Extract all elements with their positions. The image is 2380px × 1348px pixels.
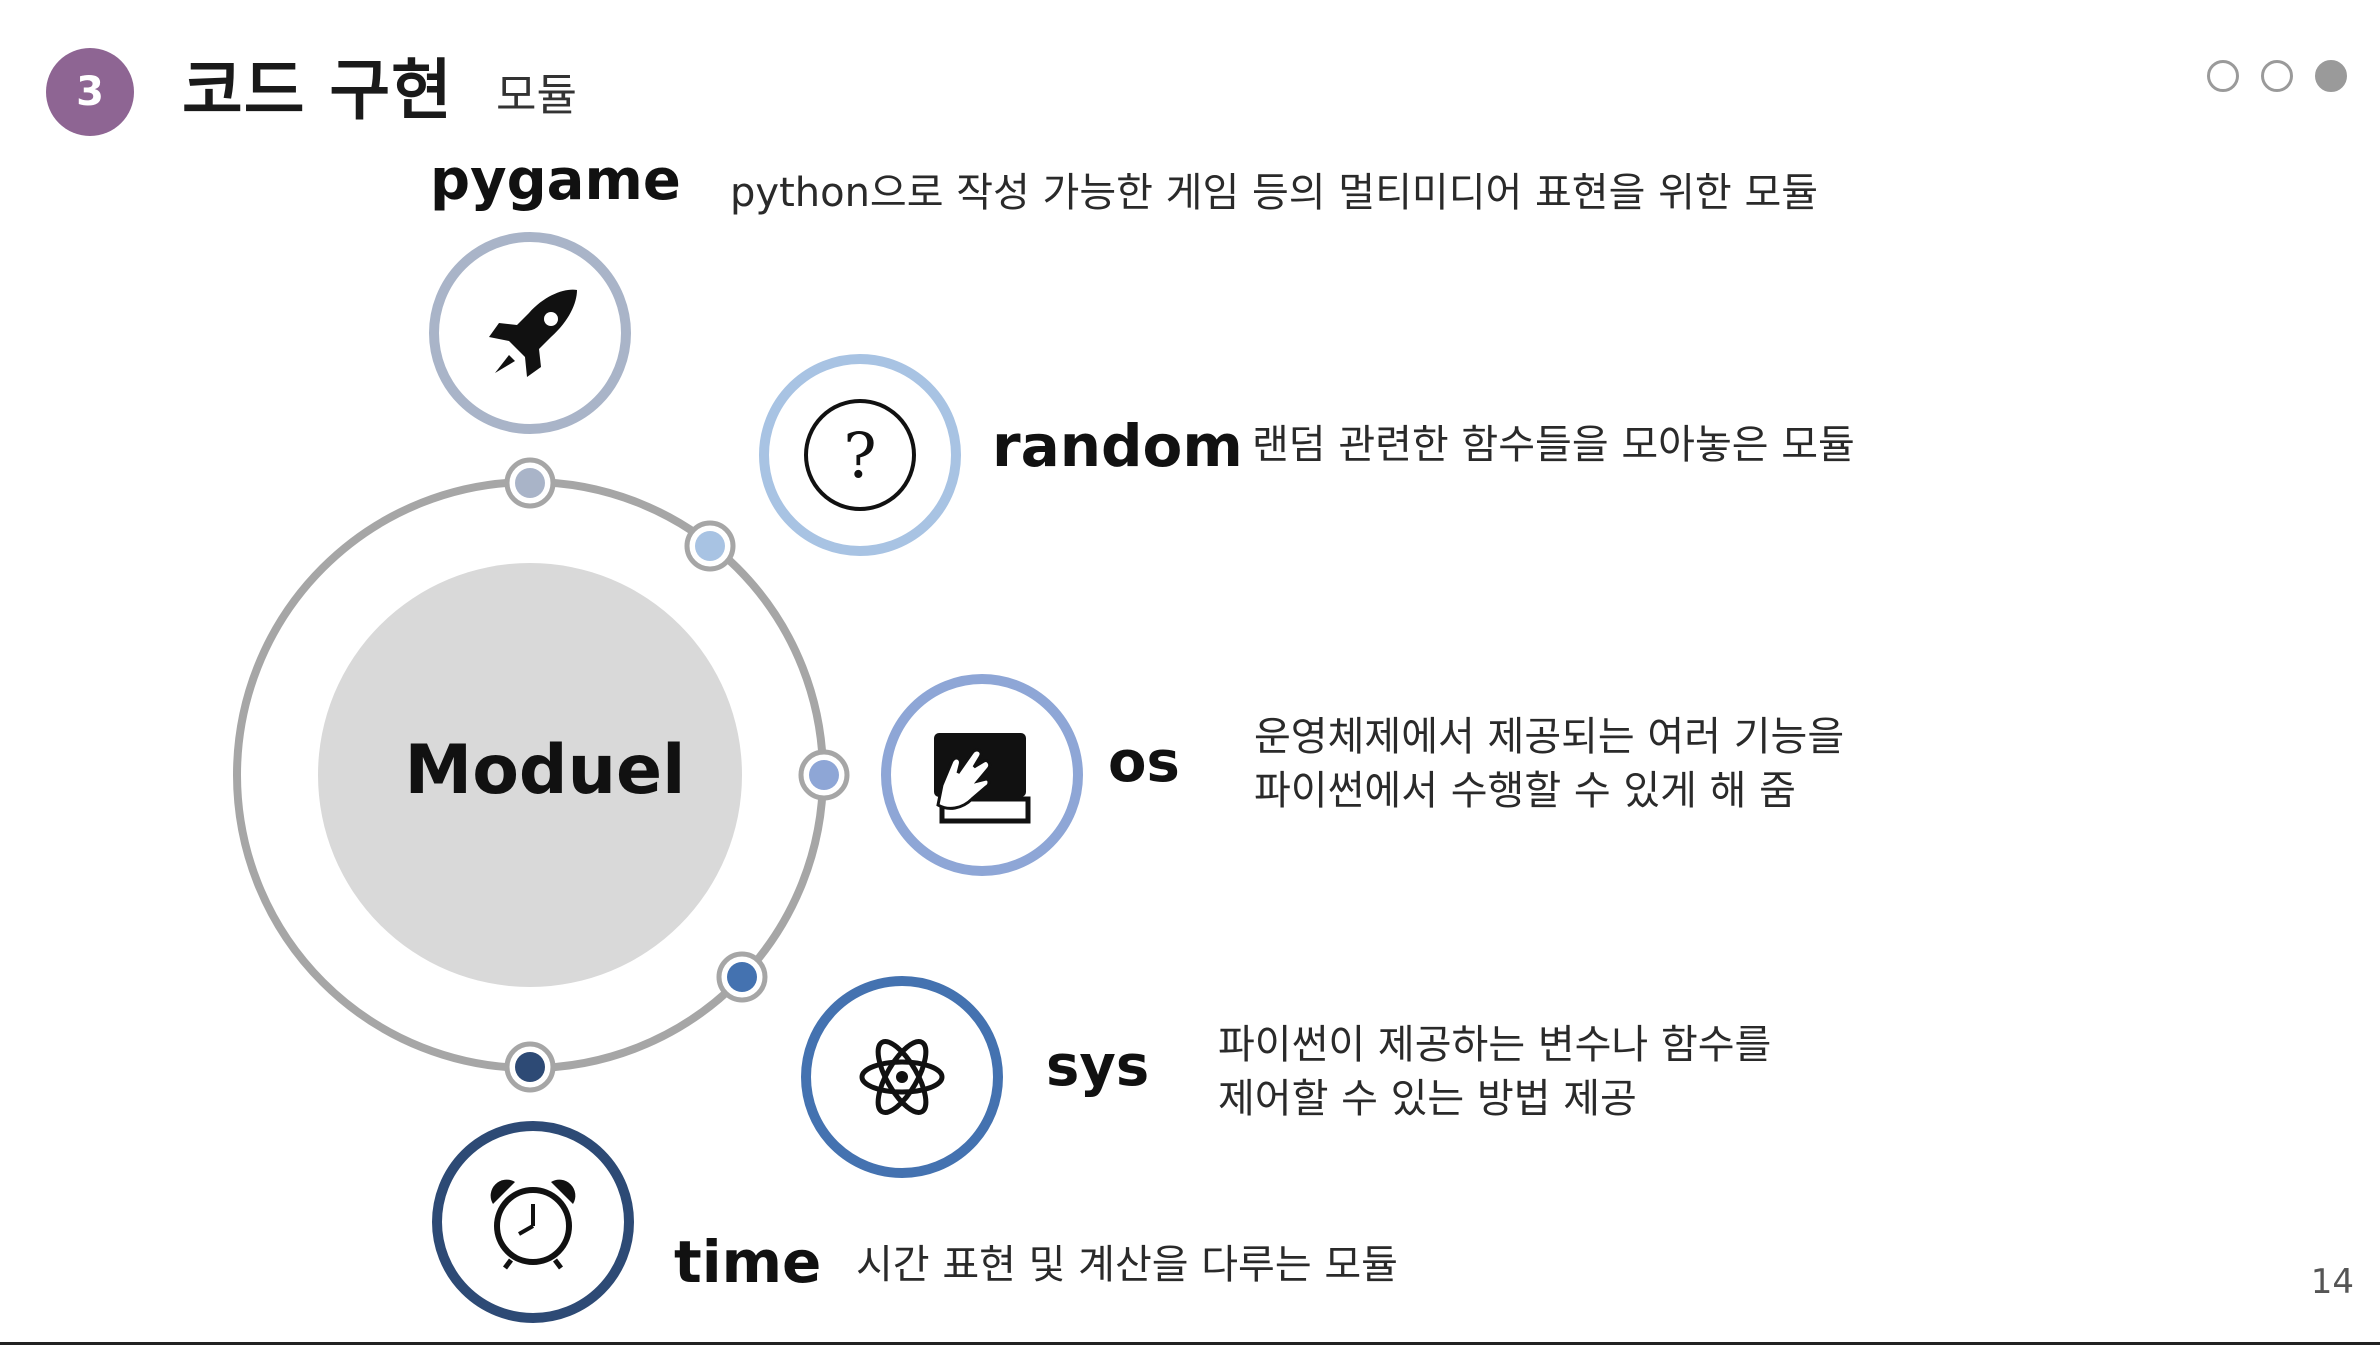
ring-connector-fill-random (695, 531, 725, 561)
ring-connector-fill-sys (727, 962, 757, 992)
module-description-pygame: python으로 작성 가능한 게임 등의 멀티미디어 표현을 위한 모듈 (730, 170, 1819, 216)
section-number-badge: 3 (46, 48, 134, 136)
module-name-time: time (674, 1228, 822, 1296)
center-disc (318, 563, 742, 987)
bottom-divider (0, 1342, 2380, 1345)
module-name-sys: sys (1046, 1034, 1150, 1099)
question-icon: ? (804, 399, 916, 511)
module-circle-random (759, 354, 961, 556)
atom-icon (859, 1039, 945, 1115)
module-description-os: 운영체제에서 제공되는 여러 기능을 파이썬에서 수행할 수 있게 해 줌 (1254, 714, 1845, 814)
module-description-random: 랜덤 관련한 함수들을 모아놓은 모듈 (1252, 422, 1855, 468)
ring-connector-fill-os (809, 760, 839, 790)
module-name-pygame: pygame (430, 148, 681, 213)
page-indicator-dot (2207, 60, 2239, 92)
page-subtitle: 모듈 (496, 70, 577, 121)
ring-connector-fill-time (515, 1052, 545, 1082)
page-number: 14 (2310, 1262, 2354, 1302)
svg-text:?: ? (843, 419, 876, 492)
page-indicator-dot (2315, 60, 2347, 92)
center-label: Moduel (405, 731, 686, 810)
module-description-sys: 파이썬이 제공하는 변수나 함수를 제어할 수 있는 방법 제공 (1218, 1022, 1772, 1122)
module-description-time: 시간 표현 및 계산을 다루는 모듈 (856, 1242, 1398, 1288)
module-name-random: random (992, 412, 1243, 480)
page-indicator-dot (2261, 60, 2293, 92)
touch-screen-icon (934, 733, 1031, 824)
alarm-clock-icon (490, 1179, 576, 1270)
rocket-icon (489, 289, 577, 377)
page-title: 코드 구현 (182, 52, 453, 129)
ring-connector-fill-pygame (515, 468, 545, 498)
module-name-os: os (1108, 730, 1180, 795)
